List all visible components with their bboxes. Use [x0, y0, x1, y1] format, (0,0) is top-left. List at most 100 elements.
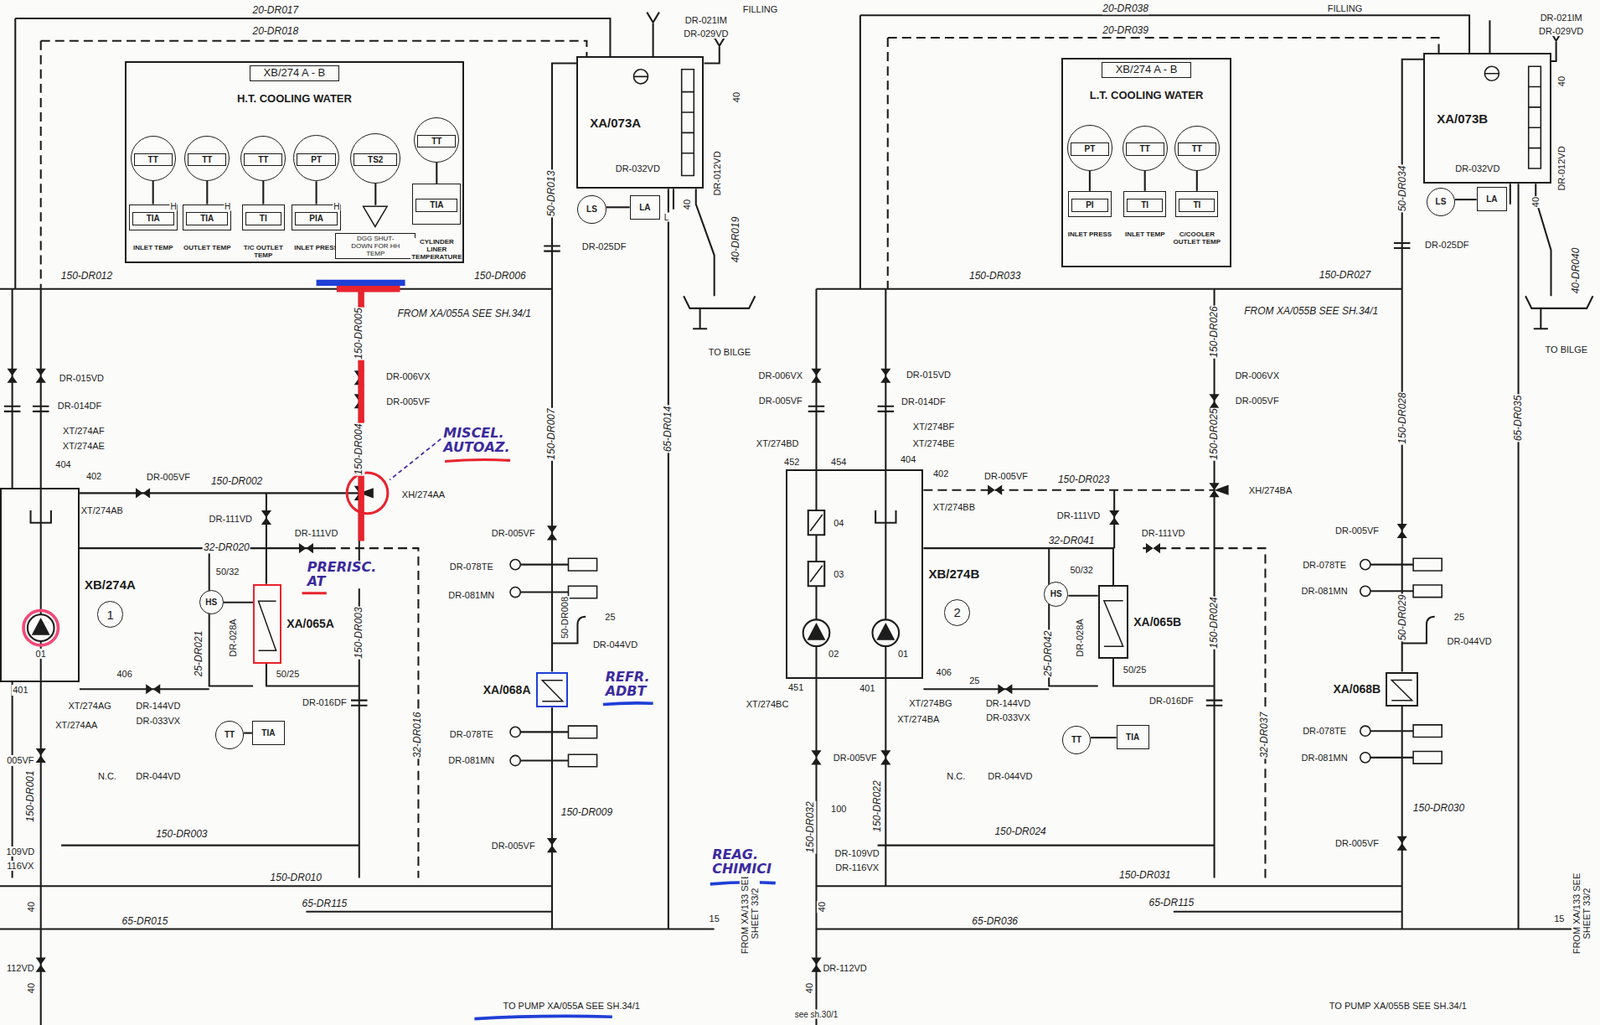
- tag-label: DR-005VF: [385, 396, 431, 407]
- pipe-label: 20-DR017: [252, 5, 300, 17]
- node-label: XB/274B: [926, 567, 981, 582]
- pipe-label: 65-DR014: [662, 404, 674, 453]
- tag-label: DR-025DF: [1424, 239, 1471, 250]
- node-label: XB/274A: [82, 577, 138, 592]
- tag-label: XH/274AA: [401, 489, 446, 500]
- tag-label: 40: [25, 981, 36, 994]
- pipe-connector: [243, 732, 253, 734]
- symbol-details: [633, 73, 1541, 583]
- tag-label: DR-005VF: [1334, 837, 1380, 848]
- instrument-box: LA: [1476, 186, 1508, 212]
- tag-label: XT/274BA: [896, 713, 940, 724]
- tag-label: 406: [115, 668, 133, 679]
- tag-label: DR-081MN: [447, 589, 496, 600]
- pipe-label: 150-DR031: [1118, 870, 1172, 882]
- tag-label: XT/274BE: [911, 438, 955, 449]
- node-label: XA/068A: [481, 682, 533, 697]
- node-label: TIA: [261, 727, 275, 739]
- pipe-label: 65-DR015: [121, 915, 170, 927]
- tag-label: 40: [25, 900, 36, 913]
- tag-label: 50/32: [1068, 564, 1095, 575]
- tag-label: 40: [1556, 75, 1567, 88]
- tag-label: XT/274BC: [745, 698, 790, 709]
- tag-label: N.C.: [97, 770, 118, 781]
- pump-impellers: [31, 617, 896, 640]
- pipe-connector: [606, 206, 630, 208]
- tag-label: 454: [830, 456, 847, 467]
- pipe-connector: [1455, 198, 1477, 201]
- node-label: 2: [953, 604, 960, 620]
- instrument-bubble: TT: [184, 135, 230, 181]
- small-label: H: [332, 201, 341, 212]
- node-label: TS2: [353, 153, 398, 167]
- pipe-label: 65-DR115: [300, 898, 348, 910]
- node-label: XA/065B: [1131, 614, 1183, 629]
- tag-label: 100: [830, 803, 847, 814]
- pipe-label: 150-DR004: [353, 422, 365, 475]
- tag-label: DR-078TE: [449, 561, 495, 572]
- tag-label: 402: [85, 470, 103, 481]
- pipe-label: 40-DR019: [731, 216, 743, 264]
- tag-label: 40: [816, 900, 827, 913]
- tag-label: FILLING: [1326, 3, 1364, 14]
- tag-label: DR-033VX: [135, 715, 182, 726]
- tag-label: DR-012VD: [712, 149, 723, 197]
- pipe-label: 65-DR115: [1147, 897, 1195, 909]
- instrument-bubble: LS: [1426, 187, 1456, 217]
- instrument-box: TIACYLINDER LINER TEMPERATURE: [412, 183, 461, 225]
- pipe-label: 150-DR012: [60, 271, 114, 283]
- instrument-bubble: PT: [293, 134, 340, 181]
- pipe-label: 32-DR037: [1259, 711, 1271, 759]
- pipe-label: 65-DR035: [1512, 394, 1524, 443]
- tag-label: DR-116VX: [834, 861, 880, 873]
- node-label: XA/068B: [1331, 681, 1383, 696]
- tag-label: DR-029VD: [682, 28, 729, 39]
- pipe-connector: [435, 162, 438, 184]
- pipe-label: 32-DR020: [202, 542, 251, 554]
- tag-label: DR-005VF: [758, 394, 804, 405]
- tag-label: XT/274BD: [755, 438, 800, 449]
- tag-label: 04: [832, 517, 845, 528]
- pipe-label: 40-DR040: [1570, 246, 1582, 295]
- pipe-connector: [262, 180, 264, 205]
- pipe-label: 150-DR022: [872, 779, 883, 833]
- tag-label: 25: [603, 611, 616, 622]
- node-label: TT: [1125, 142, 1165, 156]
- pipe-connector: [206, 180, 208, 205]
- pipe-label: 150-DR003: [353, 606, 365, 660]
- blue-underline: [474, 702, 775, 1019]
- exchanger-coil: [1104, 600, 1124, 646]
- node-label: TT: [1177, 142, 1217, 156]
- tag-label: DR-032VD: [1454, 163, 1501, 174]
- tag-label: DR-029VD: [1538, 25, 1585, 36]
- pipe-label: 150-DR028: [1397, 392, 1409, 445]
- pipe-connector: [1068, 594, 1098, 597]
- leader-line: [389, 438, 441, 480]
- pump-casings: [27, 510, 899, 646]
- tag-label: DR-006VX: [758, 370, 805, 381]
- node-label: PT: [1070, 142, 1110, 156]
- pipe-label: 50-DR029: [1397, 593, 1409, 642]
- tag-label: 404: [54, 459, 72, 470]
- small-label: H: [169, 201, 177, 212]
- tag-label: DR-005VF: [832, 752, 878, 763]
- tag-label: 406: [935, 665, 953, 677]
- handwritten-note: PRERISC. AT: [306, 560, 378, 589]
- tag-label: DR-044VD: [592, 639, 639, 650]
- pipe-label: 20-DR018: [252, 25, 300, 37]
- exchanger-coil: [1391, 679, 1412, 700]
- tag-label: DR-015VD: [58, 372, 105, 383]
- instrument-box: TIT/C OUTLET TEMP: [242, 204, 285, 232]
- tag-label: 401: [11, 684, 29, 695]
- tag-label: DR-005VF: [1234, 394, 1280, 405]
- exchanger-coil: [258, 600, 277, 651]
- reference-note: FROM XA/133 SEE SHEET 33/2: [739, 870, 760, 956]
- tag-label: DR-111VD: [1140, 527, 1187, 538]
- tag-label: XT/274AB: [80, 505, 124, 516]
- tag-label: 01: [897, 648, 909, 659]
- instrument-bubble: TT: [1062, 725, 1091, 754]
- tag-label: TO BILGE: [1544, 344, 1590, 355]
- tag-label: 02: [827, 648, 840, 659]
- pipe-label: 32-DR041: [1047, 535, 1096, 547]
- instrument-bubble: TT: [240, 135, 286, 181]
